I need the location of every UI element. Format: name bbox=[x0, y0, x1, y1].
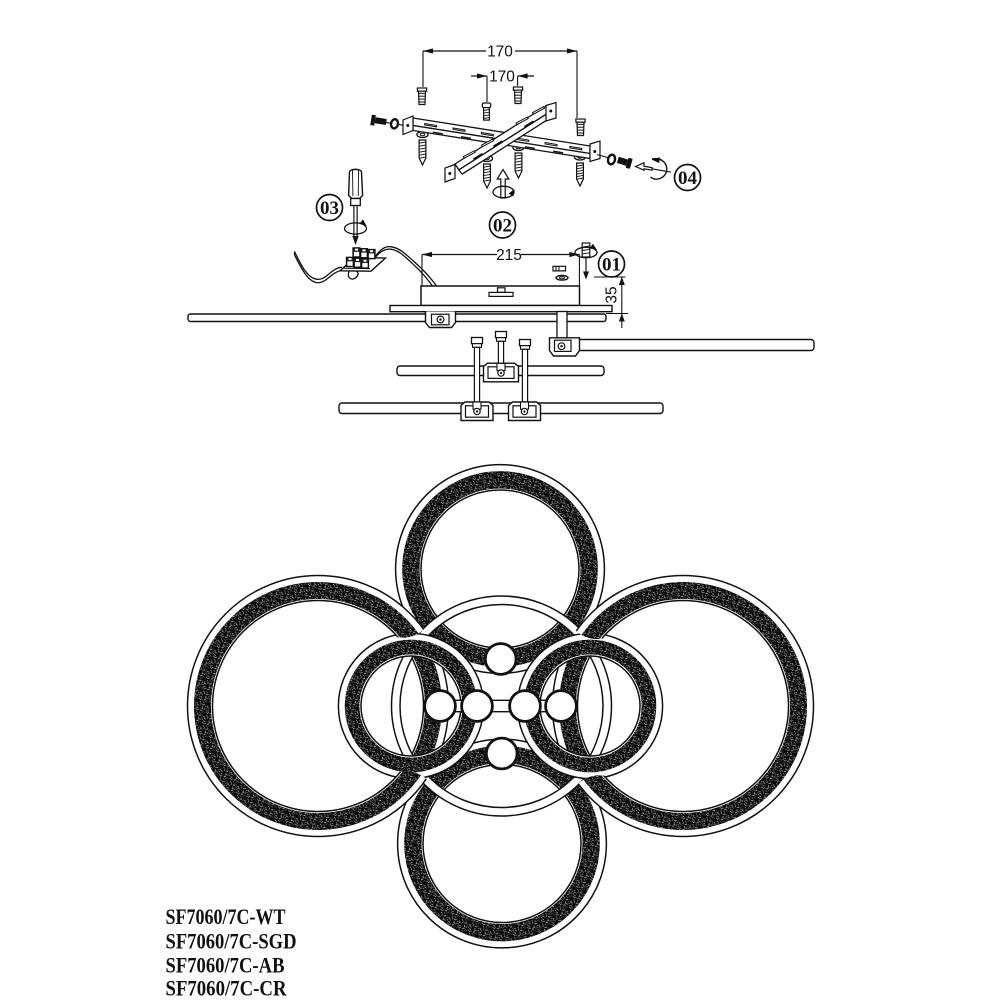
svg-text:01: 01 bbox=[602, 255, 621, 276]
svg-text:04: 04 bbox=[678, 168, 698, 189]
svg-text:SF7060/7C-SGD: SF7060/7C-SGD bbox=[166, 929, 297, 954]
svg-text:35: 35 bbox=[604, 286, 621, 303]
svg-text:215: 215 bbox=[496, 247, 522, 264]
svg-text:03: 03 bbox=[320, 198, 339, 219]
svg-text:SF7060/7C-AB: SF7060/7C-AB bbox=[166, 953, 285, 978]
svg-text:170: 170 bbox=[487, 44, 513, 61]
svg-text:170: 170 bbox=[489, 69, 515, 86]
svg-text:02: 02 bbox=[493, 216, 512, 237]
svg-text:SF7060/7C-CR: SF7060/7C-CR bbox=[166, 976, 288, 1001]
svg-text:SF7060/7C-WT: SF7060/7C-WT bbox=[166, 904, 286, 929]
